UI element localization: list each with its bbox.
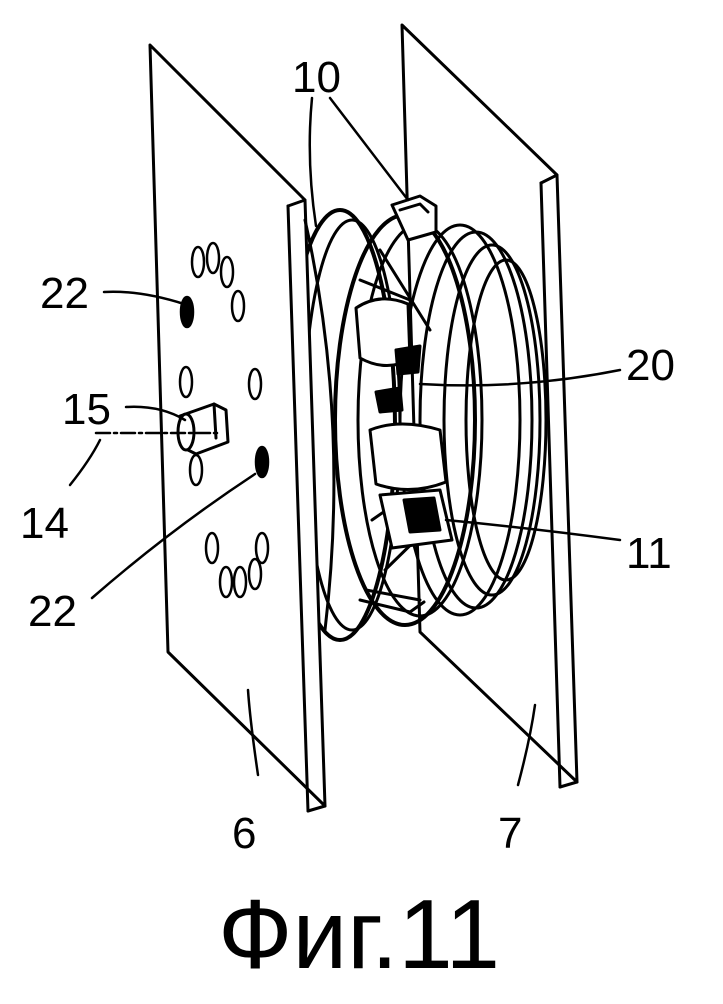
label-14: 14 [20,499,69,548]
label-11: 11 [626,529,672,578]
label-7: 7 [498,809,522,858]
figure-caption: Фиг.11 [218,879,500,989]
plate-7 [402,25,577,787]
label-10: 10 [292,53,341,102]
label-20: 20 [626,341,675,390]
label-15: 15 [62,385,111,434]
label-22-top: 22 [40,269,89,318]
label-6: 6 [232,809,256,858]
label-22-bottom: 22 [28,587,77,636]
